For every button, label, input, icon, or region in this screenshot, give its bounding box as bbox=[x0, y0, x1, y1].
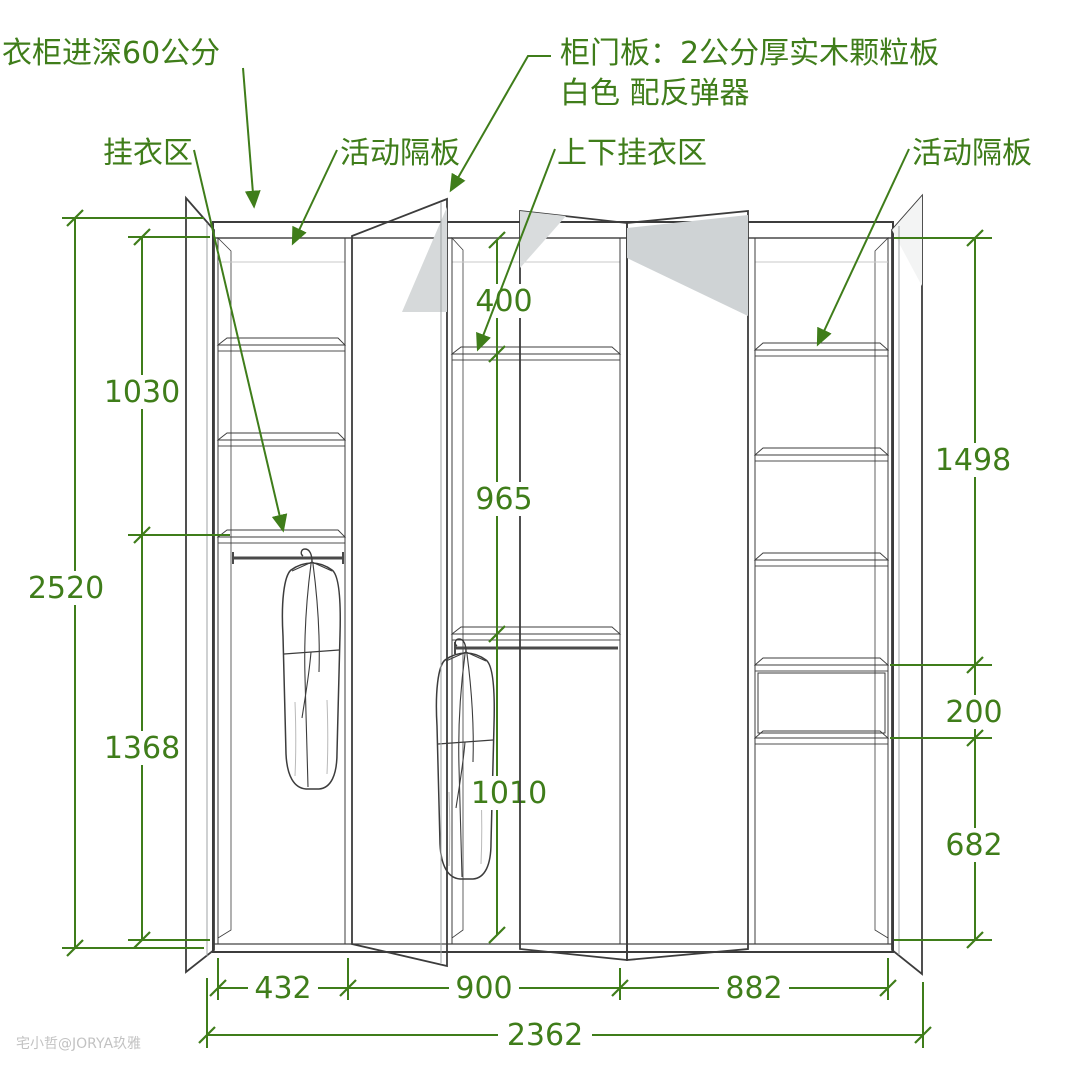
dim-middle-column-labels: 400 965 bbox=[475, 284, 533, 517]
dim-left-upper-value: 1030 bbox=[104, 375, 180, 410]
label-movable-shelf-right: 活动隔板 bbox=[912, 136, 1032, 171]
dim-total-width: 2362 bbox=[197, 978, 933, 1053]
dim-right-column: 1498 200 682 bbox=[890, 228, 1016, 950]
dim-right-middle-value: 200 bbox=[945, 695, 1002, 730]
dim-bottom-center-value: 900 bbox=[455, 971, 512, 1006]
left-hanging-rod bbox=[232, 552, 344, 564]
dim-mid-middle-value: 965 bbox=[475, 482, 532, 517]
annotation-labels: 衣柜进深60公分 柜门板：2公分厚实木颗粒板 白色 配反弹器 挂衣区 活动隔板 … bbox=[2, 36, 1032, 171]
dim-right-top-value: 1498 bbox=[935, 443, 1011, 478]
right-drawer-front bbox=[757, 672, 886, 734]
leader-movable-shelf-left bbox=[291, 149, 338, 246]
dim-total-height: 2520 bbox=[28, 208, 204, 958]
leader-hanging-area bbox=[193, 149, 288, 533]
doors bbox=[185, 193, 923, 976]
watermark: 宅小哲@JORYA玖雅 bbox=[16, 1036, 141, 1052]
dim-bottom-left-value: 432 bbox=[254, 971, 311, 1006]
label-upper-lower-hanging: 上下挂衣区 bbox=[557, 136, 707, 171]
vertical-dividers bbox=[344, 237, 756, 945]
right-open-door bbox=[891, 193, 923, 976]
middle-section-interior bbox=[435, 236, 622, 945]
middle-hanging-rod bbox=[454, 642, 618, 654]
wardrobe-carcass bbox=[212, 221, 894, 953]
dim-middle-column: 1010 bbox=[471, 230, 547, 945]
left-open-door bbox=[185, 195, 215, 974]
leader-movable-shelf-right bbox=[816, 148, 910, 347]
label-hanging-area: 挂衣区 bbox=[103, 136, 193, 171]
dim-left-column: 1030 1368 bbox=[104, 227, 230, 950]
dim-left-lower-value: 1368 bbox=[104, 731, 180, 766]
dim-right-bottom-value: 682 bbox=[945, 828, 1002, 863]
dim-bottom-widths: 432 900 882 bbox=[208, 958, 898, 1006]
center-left-door-panel bbox=[519, 209, 628, 961]
label-depth: 衣柜进深60公分 bbox=[2, 36, 220, 71]
leader-depth bbox=[242, 67, 261, 209]
second-open-door bbox=[351, 197, 448, 968]
dim-mid-bottom: 1010 bbox=[471, 776, 547, 811]
label-movable-shelf-left: 活动隔板 bbox=[340, 136, 460, 171]
dim-bottom-right-value: 882 bbox=[725, 971, 782, 1006]
left-shelves bbox=[216, 337, 347, 544]
right-section-interior bbox=[753, 237, 890, 945]
label-door-line2: 白色 配反弹器 bbox=[560, 76, 750, 111]
dim-mid-top-value: 400 bbox=[475, 284, 532, 319]
leader-door-panel bbox=[449, 55, 551, 193]
right-shelves bbox=[753, 342, 890, 745]
annotation-leaders bbox=[193, 55, 910, 533]
dim-bg bbox=[476, 776, 542, 810]
dim-total-height-value: 2520 bbox=[28, 571, 104, 606]
dim-total-width-value: 2362 bbox=[507, 1018, 583, 1053]
label-door-line1: 柜门板：2公分厚实木颗粒板 bbox=[560, 36, 939, 71]
center-right-door-panel bbox=[626, 210, 749, 961]
leader-upper-lower-hanging bbox=[476, 148, 556, 352]
left-section-interior bbox=[216, 237, 347, 945]
